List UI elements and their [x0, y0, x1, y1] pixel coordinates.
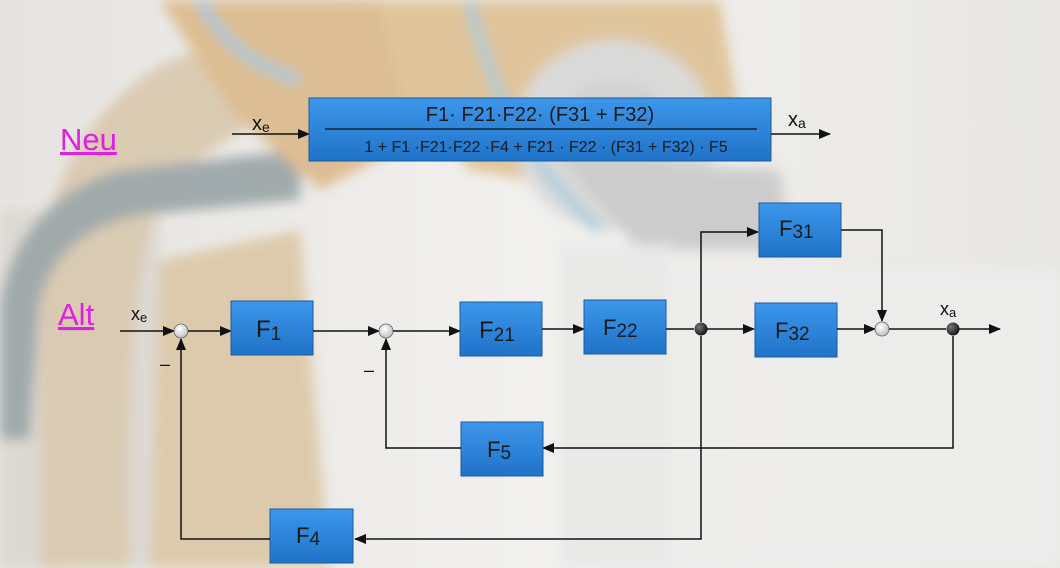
- block-f21: [459, 301, 543, 357]
- heading-new: Neu: [60, 122, 117, 157]
- minus-sign-1: –: [160, 354, 170, 374]
- summing-point-2: [378, 323, 394, 339]
- input-label: xe: [131, 304, 147, 325]
- block-f21-label: F21: [479, 317, 515, 346]
- block-f5: [460, 421, 544, 477]
- block-f1: [230, 300, 314, 356]
- block-f4: [269, 508, 354, 564]
- arrow-f5-sum2: [381, 338, 461, 449]
- block-f4-label: F4: [296, 523, 320, 550]
- arrow-f4-sum1: [176, 338, 270, 540]
- formula-numerator: F1· F21·F22· (F31 + F32): [426, 104, 654, 126]
- branch-node-1: [694, 322, 708, 336]
- block-f22: [583, 299, 667, 355]
- formula-input-label: xe: [252, 113, 270, 135]
- output-label: xa: [940, 299, 957, 320]
- block-f32-label: F32: [775, 318, 810, 345]
- summing-point-1: [173, 323, 189, 339]
- block-f32: [754, 302, 838, 358]
- line-branch-f4: [354, 336, 702, 544]
- block-f5-label: F5: [487, 437, 511, 464]
- block-f22-label: F22: [603, 315, 638, 342]
- formula-output-label: xa: [788, 109, 806, 131]
- block-f1-label: F1: [256, 316, 281, 345]
- line-output-f5: [542, 336, 954, 453]
- heading-old: Alt: [58, 297, 95, 332]
- branch-node-2: [946, 322, 960, 336]
- arrow-f31-sum3: [841, 229, 887, 322]
- line-branch-f31: [700, 227, 759, 322]
- block-f31-label: F31: [779, 216, 814, 243]
- minus-sign-2: –: [364, 360, 374, 380]
- summing-point-3: [874, 321, 890, 337]
- formula-denominator: 1 + F1 ·F21·F22 ·F4 + F21 · F22 · (F31 +…: [364, 139, 727, 156]
